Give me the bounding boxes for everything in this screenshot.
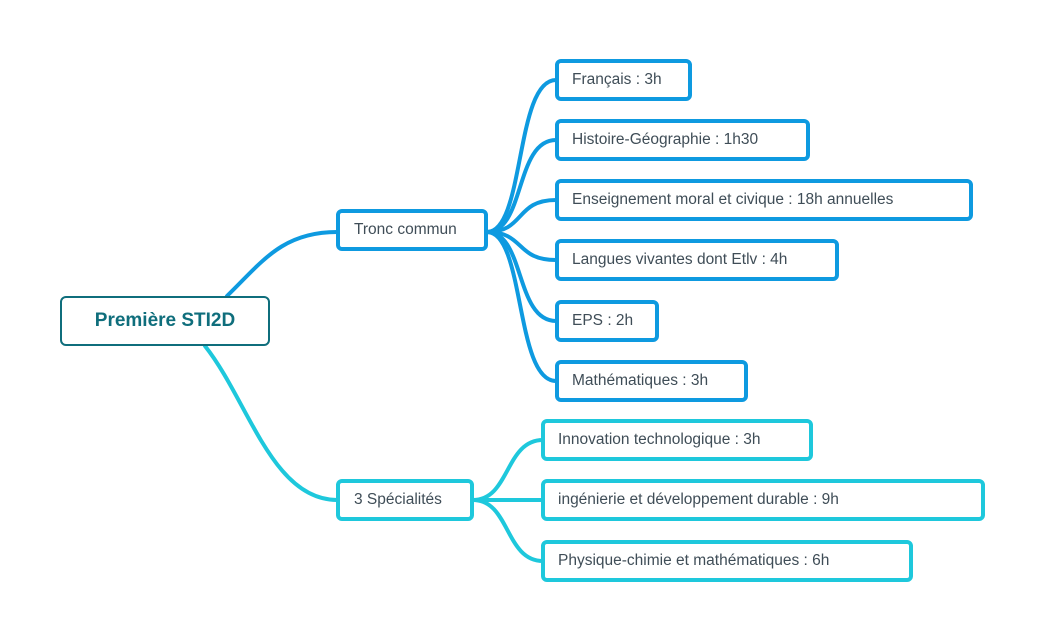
leaf-ingenierie[interactable]: ingénierie et développement durable : 9h <box>541 479 985 521</box>
leaf-eps[interactable]: EPS : 2h <box>555 300 659 342</box>
leaf-label: EPS : 2h <box>572 312 634 329</box>
branch-label: Tronc commun <box>354 221 457 238</box>
branch-label: 3 Spécialités <box>354 491 442 508</box>
leaf-label: Mathématiques : 3h <box>572 372 709 389</box>
connector-spec-leaf-1 <box>471 438 545 502</box>
leaf-histoire-geographie[interactable]: Histoire-Géographie : 1h30 <box>555 119 810 161</box>
connector-tronc-leaf-1 <box>485 78 558 234</box>
leaf-mathematiques[interactable]: Mathématiques : 3h <box>555 360 748 402</box>
leaf-enseignement-moral[interactable]: Enseignement moral et civique : 18h annu… <box>555 179 973 221</box>
connector-root-specialites <box>203 344 339 502</box>
leaf-label: Français : 3h <box>572 71 662 88</box>
leaf-label: Enseignement moral et civique : 18h annu… <box>572 191 894 208</box>
root-label: Première STI2D <box>94 310 236 331</box>
root-node[interactable]: Première STI2D <box>60 296 270 346</box>
connector-spec-leaf-3 <box>471 498 545 563</box>
leaf-label: Innovation technologique : 3h <box>558 431 761 448</box>
leaf-label: ingénierie et développement durable : 9h <box>558 491 839 508</box>
leaf-innovation-technologique[interactable]: Innovation technologique : 3h <box>541 419 813 461</box>
connector-tronc-leaf-6 <box>485 230 558 383</box>
leaf-langues-vivantes[interactable]: Langues vivantes dont Etlv : 4h <box>555 239 839 281</box>
leaf-label: Physique-chimie et mathématiques : 6h <box>558 552 830 569</box>
connector-tronc-leaf-2 <box>485 138 558 234</box>
branch-tronc-commun[interactable]: Tronc commun <box>336 209 488 251</box>
branch-specialites[interactable]: 3 Spécialités <box>336 479 474 521</box>
leaf-francais[interactable]: Français : 3h <box>555 59 692 101</box>
leaf-label: Langues vivantes dont Etlv : 4h <box>572 251 788 268</box>
connector-root-tronc <box>225 230 339 298</box>
leaf-label: Histoire-Géographie : 1h30 <box>572 131 759 148</box>
leaf-physique-chimie[interactable]: Physique-chimie et mathématiques : 6h <box>541 540 913 582</box>
